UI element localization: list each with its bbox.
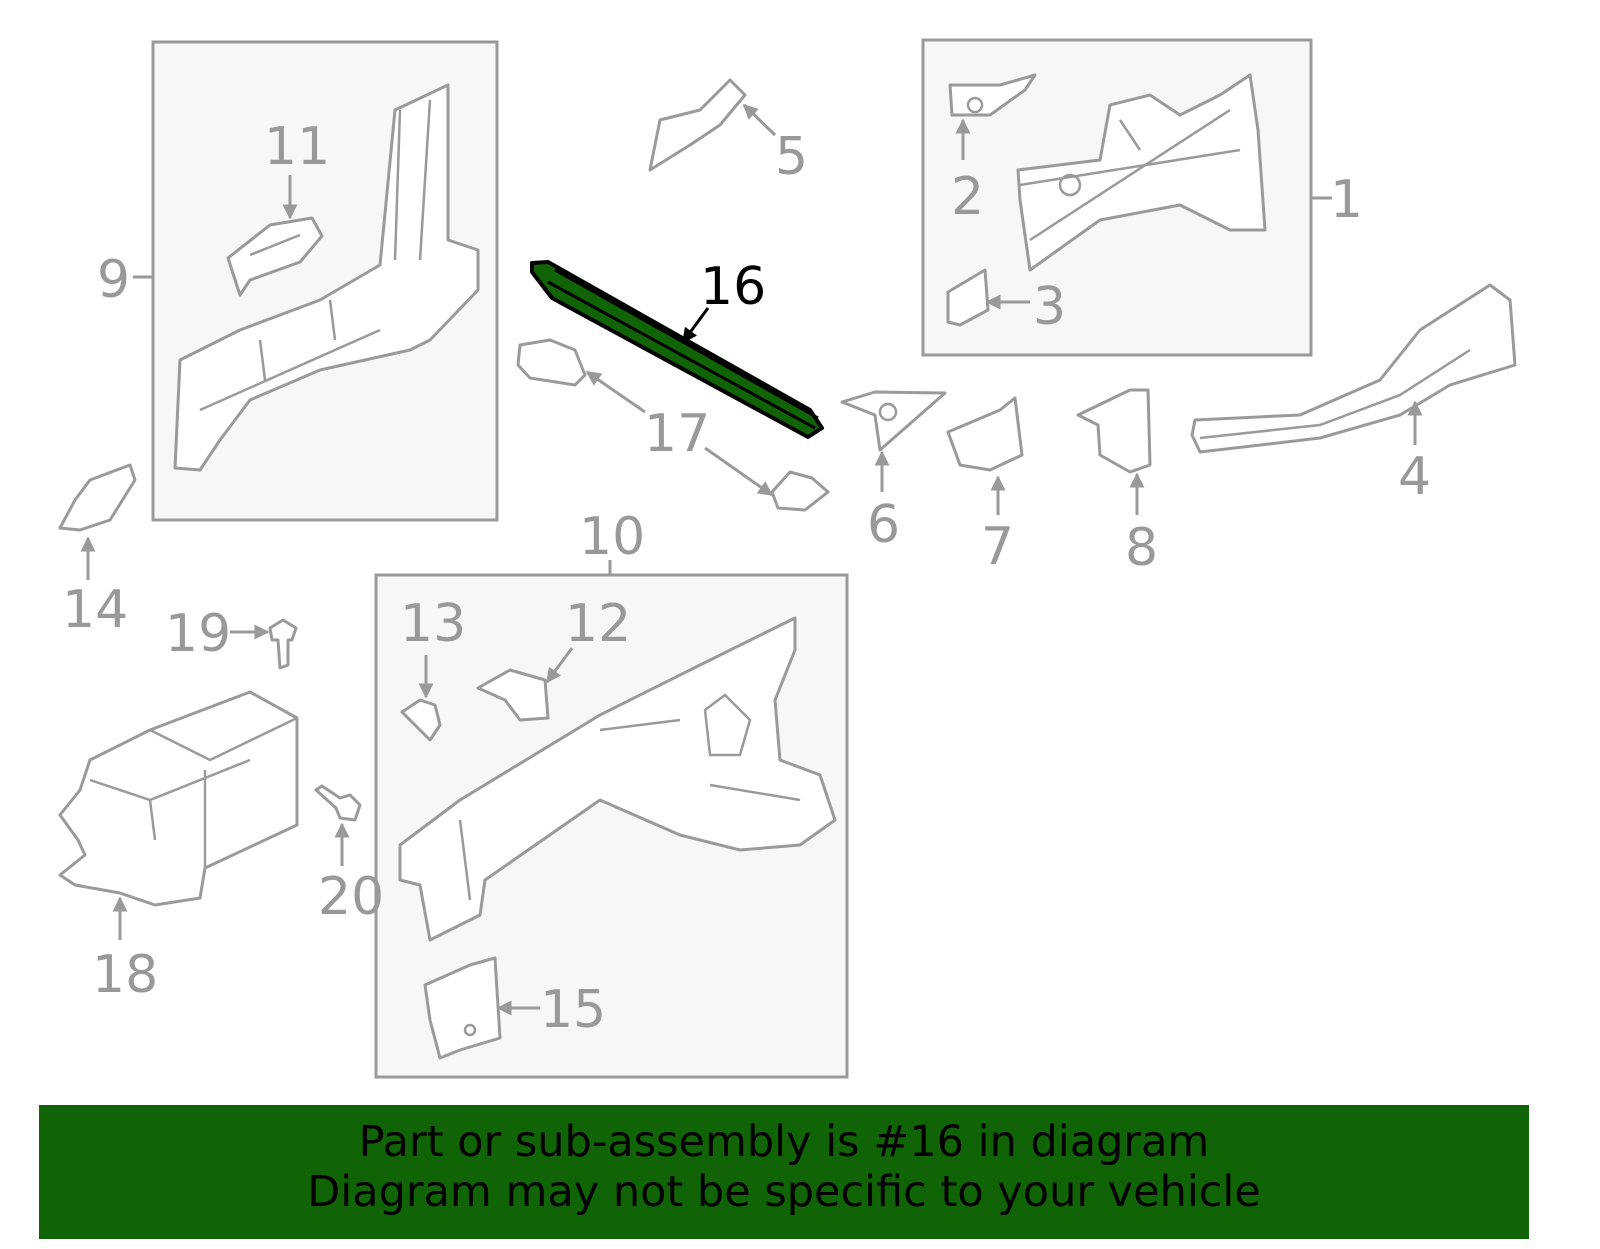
part-14-bracket[interactable] xyxy=(58,463,137,532)
part-17-plate[interactable] xyxy=(516,338,830,512)
callout-18[interactable]: 18 xyxy=(92,945,158,1005)
arrow-5 xyxy=(742,103,777,137)
callout-4[interactable]: 4 xyxy=(1398,447,1431,507)
callout-1[interactable]: 1 xyxy=(1330,170,1363,230)
part-15-bracket[interactable] xyxy=(423,956,502,1060)
callout-13[interactable]: 13 xyxy=(400,594,466,654)
arrow-17a xyxy=(585,370,646,414)
callout-5[interactable]: 5 xyxy=(775,127,808,187)
callout-10[interactable]: 10 xyxy=(579,507,645,567)
callout-19[interactable]: 19 xyxy=(165,604,231,664)
callout-16[interactable]: 16 xyxy=(700,257,766,317)
callout-3[interactable]: 3 xyxy=(1033,277,1066,337)
callout-14[interactable]: 14 xyxy=(62,580,128,640)
info-banner: Part or sub-assembly is #16 in diagram D… xyxy=(39,1105,1529,1239)
part-10-apron[interactable] xyxy=(398,616,837,942)
part-3-bracket[interactable] xyxy=(946,268,990,327)
part-19-bolt[interactable] xyxy=(268,618,298,670)
part-5-bracket[interactable] xyxy=(648,78,747,172)
callout-7[interactable]: 7 xyxy=(981,517,1014,577)
part-1-front-structure[interactable] xyxy=(1016,73,1267,272)
part-12-bracket[interactable] xyxy=(476,668,550,722)
callout-17[interactable]: 17 xyxy=(644,404,710,464)
part-4-rail[interactable] xyxy=(1190,283,1517,454)
part-18-frame-extension[interactable] xyxy=(58,690,299,907)
banner-line-2: Diagram may not be specific to your vehi… xyxy=(307,1167,1261,1217)
part-16-rail-selected[interactable] xyxy=(530,260,824,439)
callout-2[interactable]: 2 xyxy=(951,167,984,227)
part-9-apron[interactable] xyxy=(173,83,480,472)
banner-line-1: Part or sub-assembly is #16 in diagram xyxy=(358,1117,1210,1167)
callout-11[interactable]: 11 xyxy=(264,117,330,177)
callout-20[interactable]: 20 xyxy=(318,867,384,927)
callout-15[interactable]: 15 xyxy=(540,980,606,1040)
part-8-bracket[interactable] xyxy=(1076,388,1152,474)
callout-9[interactable]: 9 xyxy=(97,250,130,310)
part-6-bracket[interactable] xyxy=(840,390,947,452)
callout-12[interactable]: 12 xyxy=(565,594,631,654)
part-7-bracket[interactable] xyxy=(946,396,1024,472)
part-2-bracket[interactable] xyxy=(948,73,1037,117)
arrow-16 xyxy=(681,307,710,344)
arrow-17b xyxy=(704,446,774,497)
arrow-12 xyxy=(545,647,574,684)
part-13-clip[interactable] xyxy=(400,698,442,742)
callout-6[interactable]: 6 xyxy=(867,495,900,555)
part-20-bolt[interactable] xyxy=(314,784,362,822)
part-11-bracket[interactable] xyxy=(226,216,324,297)
callout-8[interactable]: 8 xyxy=(1125,518,1158,578)
